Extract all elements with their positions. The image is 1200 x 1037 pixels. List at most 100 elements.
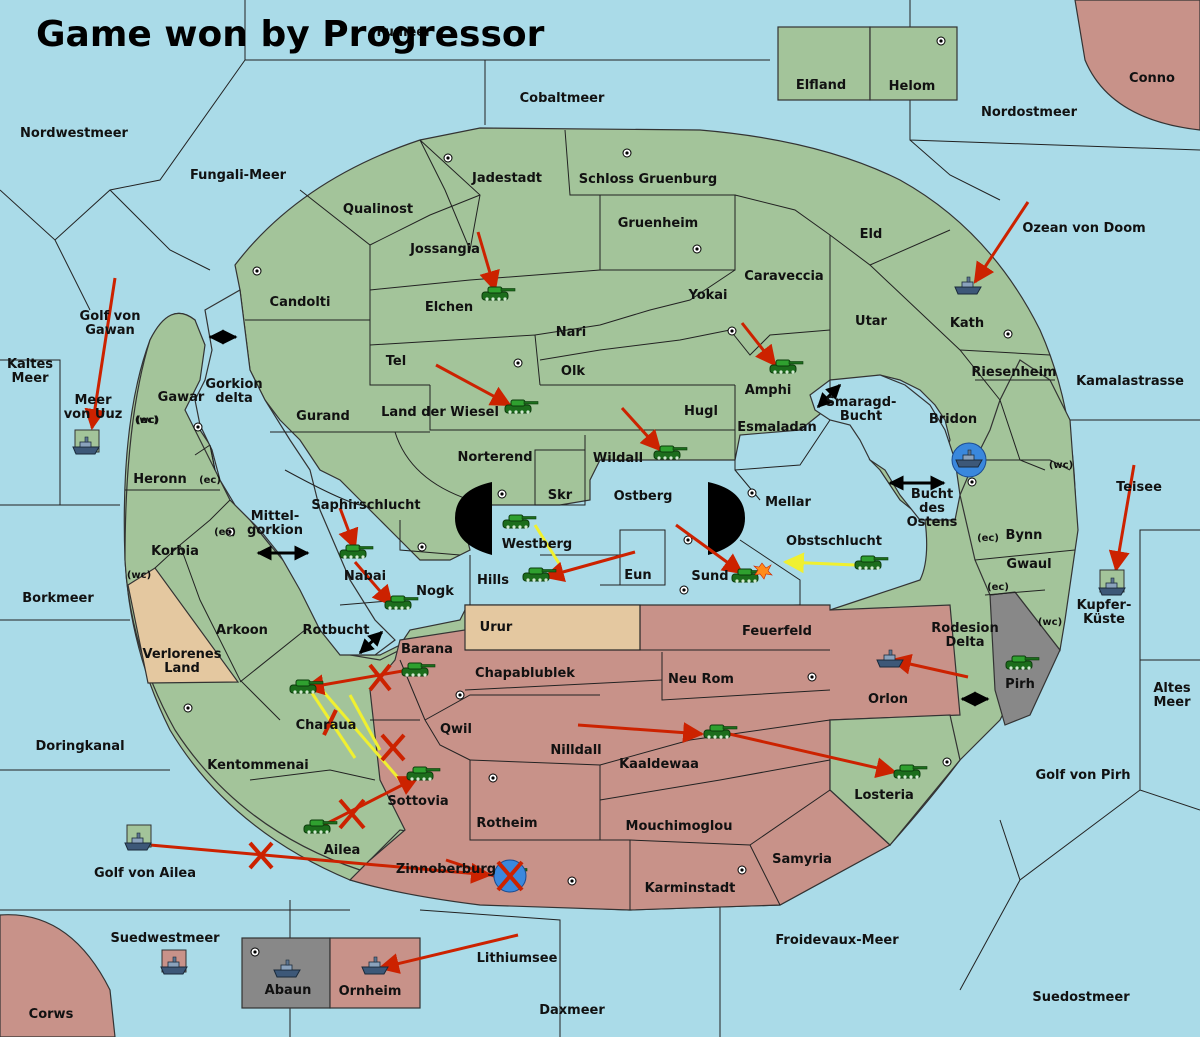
label-eld: Eld: [860, 227, 883, 242]
region-urur[interactable]: [464, 604, 641, 651]
label-barana: Barana: [401, 642, 453, 657]
label-olk: Olk: [561, 364, 586, 379]
label-feuerfeld: Feuerfeld: [742, 624, 812, 639]
label-losteria: Losteria: [854, 788, 914, 803]
label-utar: Utar: [855, 314, 888, 329]
sc-mellar: [747, 488, 757, 498]
label-ailea: Ailea: [324, 843, 361, 858]
region-corws[interactable]: [0, 914, 116, 1037]
label-elfland: Elfland: [796, 78, 846, 93]
label-skr: Skr: [548, 488, 573, 503]
label-bynn: Bynn: [1006, 528, 1043, 543]
label-fumeer: Fumeer: [376, 25, 432, 40]
label-urur: Urur: [480, 620, 513, 635]
label-elchen: Elchen: [425, 300, 473, 315]
label-jadestadt: Jadestadt: [471, 171, 542, 186]
support-orders: [308, 524, 856, 781]
label-golf-von-ailea: Golf von Ailea: [94, 866, 196, 881]
label-lithiumsee: Lithiumsee: [477, 951, 558, 966]
sc-sund: [679, 585, 689, 595]
land-borders: [125, 129, 1076, 781]
coast-tag: (wc): [135, 415, 159, 426]
label-smaragd-bucht: Smaragd-Bucht: [826, 395, 897, 424]
label-caraveccia: Caraveccia: [744, 269, 823, 284]
sc-kath: [1003, 329, 1013, 339]
label-nilldall: Nilldall: [550, 743, 601, 758]
coast-tag: (ec): [199, 475, 221, 486]
coast-tag: (ec): [977, 533, 999, 544]
sc-schloss-gruenburg: [622, 148, 632, 158]
sc-qwil: [455, 690, 465, 700]
canal-arrows: [208, 329, 990, 707]
label-gawar: Gawar: [158, 390, 205, 405]
label-mittel-gorkion: Mittel-gorkion: [247, 509, 303, 538]
label-qwil: Qwil: [440, 722, 472, 737]
label-obstschlucht: Obstschlucht: [786, 534, 882, 549]
label-pirh: Pirh: [1005, 677, 1035, 692]
sc-tel: [513, 358, 523, 368]
sc-neu-rom: [807, 672, 817, 682]
sc-gawar: [193, 422, 203, 432]
region-elfland[interactable]: [777, 26, 871, 101]
label-ostberg: Ostberg: [614, 489, 673, 504]
label-qualinost: Qualinost: [343, 202, 413, 217]
map-title: Game won by Progressor: [36, 14, 545, 55]
label-gruenheim: Gruenheim: [618, 216, 698, 231]
label-schloss-gruenburg: Schloss Gruenburg: [579, 172, 717, 187]
coast-tag: (ec): [987, 582, 1009, 593]
coast-tag: (ec): [136, 415, 158, 426]
label-rotbucht: Rotbucht: [303, 623, 370, 638]
coast-tag: (wc): [1049, 460, 1073, 471]
label-yokai: Yokai: [687, 288, 727, 303]
label-riesenheim: Riesenheim: [971, 365, 1056, 380]
sc-losteria: [942, 757, 952, 767]
coast-tag: (ec): [214, 527, 236, 538]
label-nordostmeer: Nordostmeer: [981, 105, 1078, 120]
sc-saphirschlucht: [417, 542, 427, 552]
label-suedwestmeer: Suedwestmeer: [110, 931, 220, 946]
red-borders: [370, 605, 831, 910]
sc-korbia: [225, 527, 235, 537]
region-losteria[interactable]: [829, 714, 961, 846]
label-sottovia: Sottovia: [387, 794, 448, 809]
label-samyria: Samyria: [772, 852, 832, 867]
label-kaaldewaa: Kaaldewaa: [619, 757, 699, 772]
label-mouchimoglou: Mouchimoglou: [626, 819, 733, 834]
label-kath: Kath: [950, 316, 984, 331]
label-norterend: Norterend: [457, 450, 532, 465]
label-fungali-meer: Fungali-Meer: [190, 168, 287, 183]
label-amphi: Amphi: [745, 383, 792, 398]
label-golf-von-pirh: Golf von Pirh: [1035, 768, 1130, 783]
region-labels: NordwestmeerFungali-MeerCobaltmeerNordos…: [7, 25, 1191, 1022]
label-kamalastrasse: Kamalastrasse: [1076, 374, 1184, 389]
sc-yokai: [727, 326, 737, 336]
label-land-der-wiesel: Land der Wiesel: [381, 405, 499, 420]
label-eun: Eun: [624, 568, 651, 583]
dislodge-markers: [493, 562, 773, 893]
label-nari: Nari: [556, 325, 587, 340]
fleets: [72, 276, 1126, 978]
label-doringkanal: Doringkanal: [35, 739, 124, 754]
failed-marks: [248, 663, 406, 870]
label-conno: Conno: [1129, 71, 1175, 86]
label-gurand: Gurand: [296, 409, 350, 424]
tunnel-blocks: [455, 482, 745, 555]
label-nordwestmeer: Nordwestmeer: [20, 126, 128, 141]
sc-helom: [936, 36, 946, 46]
sc-eun: [683, 535, 693, 545]
label-teisee: Teisee: [1116, 480, 1162, 495]
label-jossangia: Jossangia: [409, 242, 480, 257]
region-verlorenes-land[interactable]: [127, 567, 240, 684]
sc-jadestadt: [443, 153, 453, 163]
coast-tag: (wc): [127, 570, 151, 581]
label-esmaladan: Esmaladan: [737, 420, 817, 435]
sc-skr: [497, 489, 507, 499]
label-abaun: Abaun: [265, 983, 312, 998]
label-saphirschlucht: Saphirschlucht: [311, 498, 420, 513]
label-rotheim: Rotheim: [476, 816, 537, 831]
label-korbia: Korbia: [151, 544, 199, 559]
